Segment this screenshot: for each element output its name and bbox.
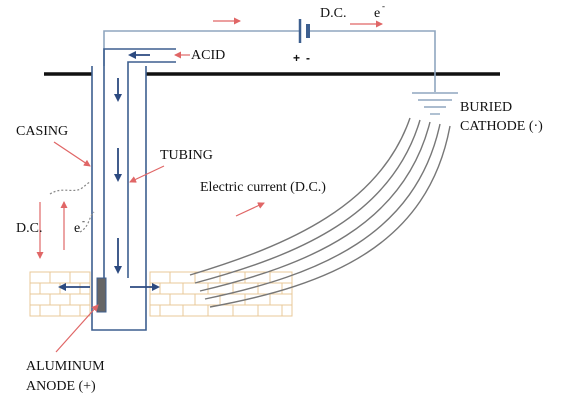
well-tubing xyxy=(103,48,176,278)
current-field-lines xyxy=(189,117,451,308)
battery-plus-label: + xyxy=(293,51,300,65)
electron-dotted-path-lower xyxy=(79,211,95,233)
electron-top-superscript: - xyxy=(382,1,385,11)
electric-current-arrow xyxy=(235,202,265,217)
electron-left-label: e xyxy=(74,221,80,236)
brick-formation xyxy=(29,271,293,317)
electron-top-label: e xyxy=(374,6,380,21)
anode-label-line1: ALUMINUM xyxy=(26,359,105,374)
aluminum-anode xyxy=(96,277,107,313)
acid-flow-arrows xyxy=(58,51,160,291)
dc-top-label: D.C. xyxy=(320,6,346,21)
electron-left-superscript: - xyxy=(82,216,85,226)
tubing-pointer xyxy=(129,165,165,183)
buried-cathode-label-line2: CATHODE (·) xyxy=(460,119,543,134)
anode-label-line2: ANODE (+) xyxy=(26,379,96,394)
battery-icon xyxy=(298,19,310,43)
anode-pointer xyxy=(55,304,99,353)
electric-current-label: Electric current (D.C.) xyxy=(200,180,326,195)
dc-left-label: D.C. xyxy=(16,221,42,236)
casing-pointer xyxy=(53,141,91,167)
well-casing xyxy=(91,66,147,331)
buried-cathode-icon xyxy=(412,92,458,115)
tubing-label: TUBING xyxy=(160,148,213,163)
battery-minus-label: - xyxy=(306,51,310,65)
electron-dotted-path-upper xyxy=(49,181,91,195)
acid-label: ACID xyxy=(191,48,225,63)
casing-label: CASING xyxy=(16,124,68,139)
buried-cathode-label-line1: BURIED xyxy=(460,100,512,115)
